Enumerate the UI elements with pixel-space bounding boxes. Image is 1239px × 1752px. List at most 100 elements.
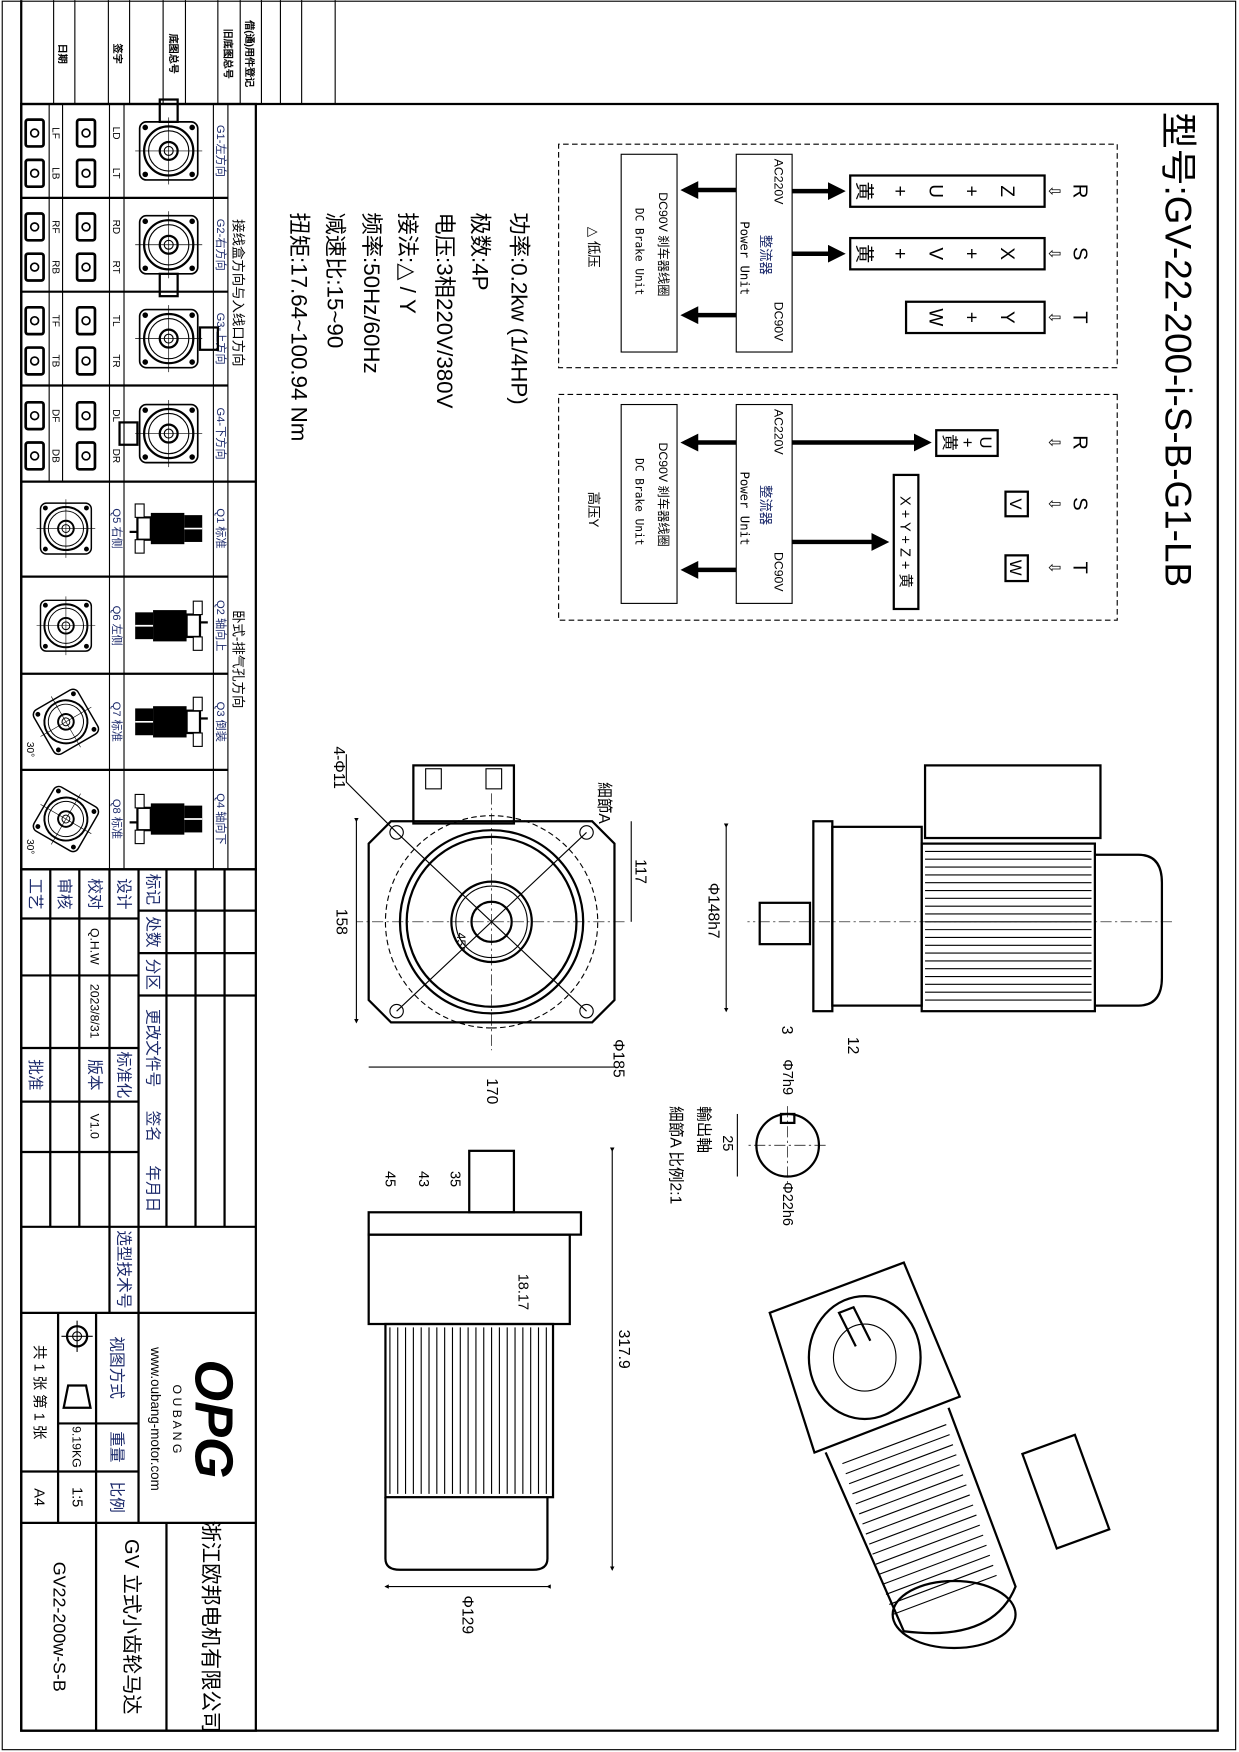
- mounting-icon: [128, 502, 204, 555]
- cooling-fin: [872, 1514, 977, 1555]
- arrow-icon: ⇩: [1045, 436, 1062, 449]
- vent-label: Q5 右侧: [110, 508, 124, 548]
- terminal-glyph: U: [925, 184, 946, 198]
- dim-angle: 45°: [454, 933, 468, 952]
- drawing-number: GV22-200w-S-B: [50, 1562, 70, 1692]
- dim-12: 12: [844, 1037, 861, 1054]
- dc-label: DC90V: [771, 302, 785, 342]
- bottom-view: 45 43 35 18.17 317.9 Φ129: [367, 1147, 632, 1634]
- flange-icon: [24, 777, 107, 861]
- direction-label: G2-右方向: [214, 219, 228, 271]
- vent-direction-heading: 卧式-排气孔方向: [230, 610, 245, 708]
- mount-icon: [75, 346, 97, 376]
- sign-label: 签名: [143, 1111, 161, 1142]
- zone-label: 分区: [143, 959, 161, 990]
- brake-unit: [620, 153, 678, 353]
- brake-label: DC90V 刹车器线圈: [656, 192, 671, 296]
- header-sign: 签字: [111, 43, 124, 64]
- motor-body: [920, 842, 1096, 1013]
- projection-symbol-icon: [61, 1320, 93, 1409]
- wiring-high-voltage: AC220V 整流器 Power Unit DC90V DC90V 刹车器线圈 …: [558, 393, 1118, 621]
- mount-code: DR: [110, 449, 121, 464]
- arrow-icon: ⇩: [1045, 247, 1062, 260]
- specs: 功率:0.2kw (1/4HP) 极数:4P 电压:3相220V/380V 接法…: [287, 212, 532, 441]
- dim-43: 43: [415, 1171, 431, 1187]
- header-date: 日期: [56, 44, 69, 64]
- star-point-box: [892, 473, 920, 611]
- output-shaft: [758, 901, 812, 946]
- power-unit-label: Power Unit: [738, 221, 752, 295]
- line-r: R: [1069, 435, 1091, 450]
- terminal-glyph: +: [889, 186, 910, 197]
- mount-icon: [75, 252, 97, 282]
- terminal-glyph: 黄: [853, 244, 875, 263]
- terminal-glyph: X: [996, 247, 1017, 260]
- mount-icon: [24, 441, 45, 471]
- selection-table: 接线盒方向与入线口方向 卧式-排气孔方向 G1-左方向LDLTLFLBG2-右方…: [20, 98, 257, 871]
- terminal-box: [1020, 1433, 1111, 1550]
- dim-shaft: Φ22h6: [779, 1182, 795, 1226]
- rectifier-label: 整流器: [758, 235, 773, 276]
- dim-body: Φ129: [459, 1595, 476, 1634]
- terminal-glyph: W: [925, 308, 946, 326]
- vent-label: Q6 左侧: [110, 606, 123, 646]
- mount-code: LB: [50, 167, 61, 180]
- mount-icon: [75, 400, 97, 431]
- mount-icon: [75, 441, 97, 471]
- check-label: 校对: [85, 878, 103, 909]
- terminal-glyph: +: [960, 186, 981, 197]
- process-label: 工艺: [26, 878, 44, 909]
- standardization-label: 标准化: [114, 1051, 132, 1098]
- mount-icon: [75, 158, 97, 189]
- version-value: V1.0: [87, 1114, 101, 1139]
- arrow-icon: ⇩: [1045, 497, 1062, 510]
- date-label: 年月日: [143, 1165, 161, 1212]
- side-view: Φ148h7 3 12: [704, 764, 1172, 1054]
- header-strip: 日期 签字 底图总号 旧底图总号 借(通)用件登记: [53, 0, 336, 104]
- fan-cover: [384, 1497, 549, 1571]
- detail-a-callout: 細節A: [595, 782, 613, 824]
- mount-icon: [24, 305, 45, 336]
- dim-length: 317.9: [615, 1330, 632, 1369]
- cooling-fin: [845, 1434, 950, 1475]
- orientation-label: Q4 轴向下: [214, 793, 228, 844]
- dim-spigot: Φ148h7: [704, 883, 721, 939]
- approve-label: 批准: [26, 1059, 44, 1090]
- flange-icon: [134, 398, 204, 469]
- terminal-glyph: U: [976, 436, 995, 448]
- shaft: [837, 1305, 872, 1347]
- mounting-icon: [128, 793, 204, 845]
- mount-code: RB: [50, 260, 61, 274]
- terminal-glyph: V: [1006, 498, 1025, 510]
- fan-cover: [1094, 853, 1164, 1007]
- mount-code: DB: [50, 449, 61, 463]
- front-view: 4-Φ11 細節A 117 158 45° Φ185 170: [330, 746, 649, 1104]
- cooling-fin: [889, 1564, 994, 1605]
- terminal-u: [849, 174, 1046, 208]
- terminal-u: [935, 429, 999, 458]
- power-unit-label: Power Unit: [738, 472, 752, 546]
- terminal-w: [904, 300, 1046, 335]
- terminal-v-stack: X+V+黄: [853, 244, 1017, 263]
- cooling-fin: [892, 1574, 997, 1616]
- bolt-hole: [389, 825, 404, 840]
- connection-mode-label: △ 低压: [586, 227, 601, 268]
- spec-voltage: 电压:3相220V/380V: [432, 212, 457, 408]
- review-label: 审核: [55, 878, 73, 910]
- flange-icon: [24, 680, 107, 763]
- dim-35: 35: [446, 1171, 462, 1187]
- angle-label: 30°: [24, 742, 35, 757]
- bolt-hole: [579, 1003, 594, 1019]
- line-s: S: [1069, 497, 1091, 510]
- flange-icon: [134, 116, 204, 186]
- terminal-glyph: Y: [996, 311, 1017, 324]
